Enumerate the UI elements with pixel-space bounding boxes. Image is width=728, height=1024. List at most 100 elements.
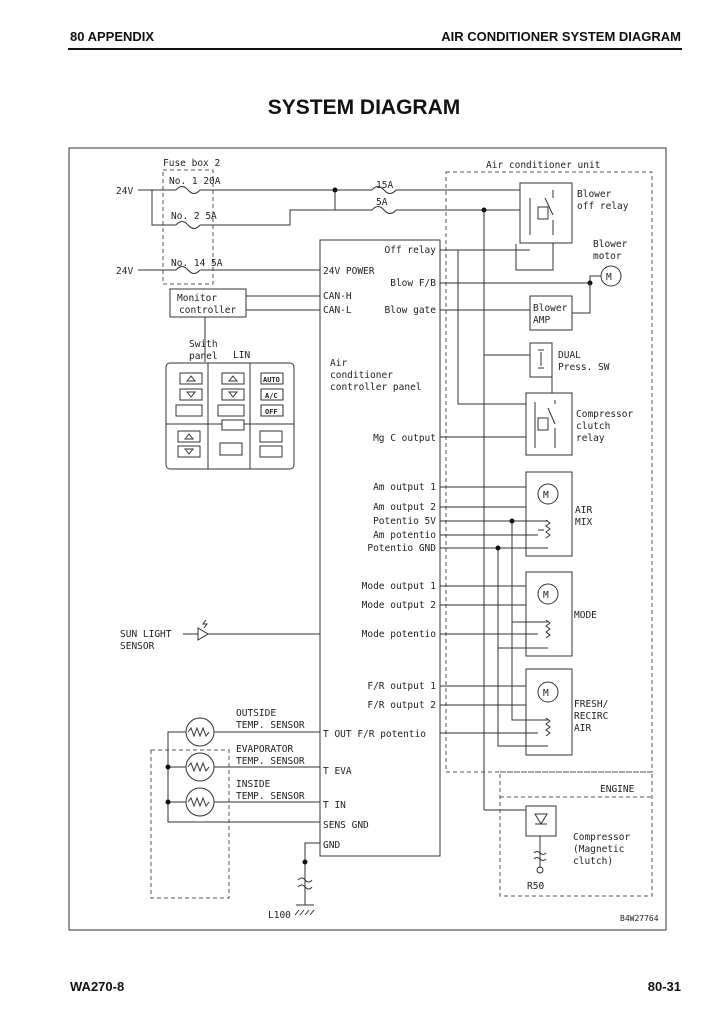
fuse-box-outline <box>162 169 214 285</box>
blower-amp-label-1: Blower <box>533 303 568 314</box>
drawing-number: B4W27764 <box>620 914 659 923</box>
evap-sensor-label-2: TEMP. SENSOR <box>236 756 305 767</box>
evap-sensor-symbol <box>185 752 215 782</box>
compressor-label-3: clutch) <box>573 856 613 867</box>
dual-sw-label-1: DUAL <box>558 350 581 361</box>
monitor-controller-box <box>169 288 247 318</box>
svg-text:Off relay: Off relay <box>385 245 437 256</box>
switch-panel-label-1: Swith <box>189 339 218 350</box>
supply-24v-top: 24V <box>116 186 133 197</box>
engine-label: ENGINE <box>600 784 635 795</box>
panel-left-pins: 24V POWER CAN-H CAN-L T OUT F/R potentio… <box>323 266 426 851</box>
ac-unit-outline <box>445 171 653 773</box>
compressor-label-1: Compressor <box>573 832 630 843</box>
switch-panel-label-2: panel <box>189 351 218 362</box>
svg-text:Mode output 2: Mode output 2 <box>362 600 436 611</box>
blower-off-relay-label-2: off relay <box>577 201 629 212</box>
svg-text:Potentio GND: Potentio GND <box>367 543 436 554</box>
compressor-clutch-box <box>525 805 557 837</box>
comp-relay-label-2: clutch <box>576 421 610 432</box>
svg-text:Blow F/B: Blow F/B <box>390 278 436 289</box>
diagram-frame <box>68 147 667 931</box>
svg-text:M: M <box>543 688 549 699</box>
header-rule <box>68 48 682 50</box>
header-page-title: AIR CONDITIONER SYSTEM DIAGRAM <box>441 29 681 44</box>
mode-label: MODE <box>574 610 597 621</box>
svg-text:M: M <box>543 490 549 501</box>
svg-text:CAN-H: CAN-H <box>323 291 352 302</box>
fuse-box-label: Fuse box 2 <box>163 158 220 169</box>
ac-unit-label: Air conditioner unit <box>486 160 600 171</box>
monitor-controller-label-2: controller <box>179 305 236 316</box>
panel-title-1: Air <box>330 358 347 369</box>
inside-sensor-symbol <box>185 787 215 817</box>
footer-model: WA270-8 <box>70 979 125 994</box>
inside-sensor-label-1: INSIDE <box>236 779 271 790</box>
outside-sensor-symbol <box>185 717 215 747</box>
fresh-recirc-actuator-box <box>525 668 573 756</box>
blower-amp-label-2: AMP <box>533 315 550 326</box>
footer-page-number: 80-31 <box>647 979 681 994</box>
blower-off-relay-label-1: Blower <box>577 189 612 200</box>
r50-label: R50 <box>527 881 544 892</box>
sun-sensor-label-1: SUN LIGHT <box>120 629 172 640</box>
evap-sensor-label-1: EVAPORATOR <box>236 744 293 755</box>
fuse-1-label: No. 1 20A <box>169 176 221 187</box>
svg-text:F/R output 1: F/R output 1 <box>367 681 436 692</box>
air-mix-potentio-symbol <box>545 519 551 539</box>
svg-text:T EVA: T EVA <box>323 766 352 777</box>
compressor-relay-box <box>525 392 573 456</box>
compressor-label-2: (Magnetic <box>573 844 624 855</box>
comp-relay-label-1: Compressor <box>576 409 633 420</box>
monitor-controller-label-1: Monitor <box>177 293 217 304</box>
supply-24v-bottom: 24V <box>116 266 133 277</box>
fuse-2-symbol <box>175 221 201 229</box>
svg-text:T IN: T IN <box>323 800 346 811</box>
sun-sensor-diode <box>183 627 320 641</box>
outside-sensor-label-2: TEMP. SENSOR <box>236 720 305 731</box>
key-auto-label: AUTO <box>263 376 280 384</box>
svg-text:Potentio 5V: Potentio 5V <box>373 516 436 527</box>
fresh-motor-symbol <box>537 681 559 703</box>
svg-text:Am output 2: Am output 2 <box>373 502 436 513</box>
motor-m-glyph: M <box>606 272 612 283</box>
l100-label: L100 <box>268 910 291 921</box>
key-ac-label: A/C <box>265 392 278 400</box>
mode-actuator-box <box>525 571 573 657</box>
dual-sw-label-2: Press. SW <box>558 362 610 373</box>
fuse-1-symbol <box>175 186 201 194</box>
air-mix-label-1: AIR <box>575 505 592 516</box>
fresh-label-2: RECIRC <box>574 711 608 722</box>
svg-text:CAN-L: CAN-L <box>323 305 352 316</box>
fuse-2-label: No. 2 5A <box>171 211 217 222</box>
outside-sensor-label-1: OUTSIDE <box>236 708 276 719</box>
fuse-14-symbol <box>175 266 201 274</box>
air-mix-motor-symbol <box>537 483 559 505</box>
lin-label: LIN <box>233 350 250 361</box>
comp-relay-label-3: relay <box>576 433 605 444</box>
svg-text:Am potentio: Am potentio <box>373 530 436 541</box>
air-mix-actuator-box <box>525 471 573 557</box>
fuse-15a-label: 15A <box>376 180 393 191</box>
controller-panel-box <box>319 239 441 857</box>
svg-text:Am output 1: Am output 1 <box>373 482 436 493</box>
air-mix-label-2: MIX <box>575 517 592 528</box>
svg-text:Mg C output: Mg C output <box>373 433 436 444</box>
ground-symbol <box>294 842 320 916</box>
panel-title-3: controller panel <box>330 382 422 393</box>
mode-motor-symbol <box>537 583 559 605</box>
fresh-potentio-symbol <box>545 717 551 737</box>
switch-panel-keys <box>175 372 284 458</box>
blower-off-relay-box <box>519 182 573 244</box>
mode-potentio-symbol <box>545 619 551 639</box>
header-section-label: 80 APPENDIX <box>70 29 155 44</box>
svg-text:F/R output 2: F/R output 2 <box>367 700 436 711</box>
svg-text:T OUT F/R potentio: T OUT F/R potentio <box>323 729 426 740</box>
svg-text:24V POWER: 24V POWER <box>323 266 375 277</box>
svg-text:GND: GND <box>323 840 340 851</box>
fresh-label-1: FRESH/ <box>574 699 608 710</box>
panel-title-2: conditioner <box>330 370 393 381</box>
engine-outline <box>499 771 653 897</box>
fresh-label-3: AIR <box>574 723 591 734</box>
